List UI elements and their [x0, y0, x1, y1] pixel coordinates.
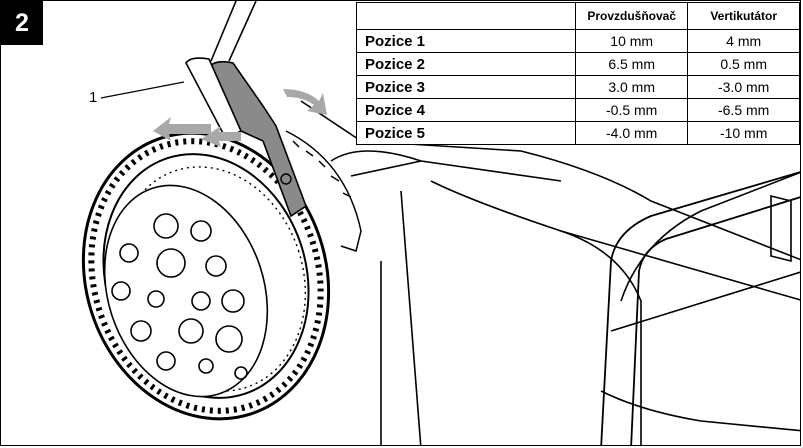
position-cell: Pozice 5 [355, 121, 577, 145]
table-header-scarifier: Vertikutátor [687, 2, 800, 30]
table-row: Pozice 2 6.5 mm 0.5 mm [355, 52, 800, 76]
aerator-value-cell: 6.5 mm [575, 52, 689, 76]
callout-label: 1 [89, 89, 98, 106]
position-cell: Pozice 2 [355, 52, 577, 76]
aerator-value-cell: 10 mm [575, 29, 689, 53]
motion-arrows [153, 89, 327, 147]
wheel-holes [111, 213, 248, 380]
position-cell: Pozice 3 [355, 75, 577, 99]
wheel [81, 131, 331, 421]
aerator-value-cell: 3.0 mm [575, 75, 689, 99]
aerator-value-cell: -4.0 mm [575, 121, 689, 145]
table-header-aerator: Provzdušňovač [575, 2, 689, 30]
cutting-height-table: Provzdušňovač Vertikutátor Pozice 1 10 m… [355, 2, 800, 145]
position-cell: Pozice 1 [355, 29, 577, 53]
table-header-row: Provzdušňovač Vertikutátor [355, 2, 800, 30]
aerator-value-cell: -0.5 mm [575, 98, 689, 122]
table-row: Pozice 3 3.0 mm -3.0 mm [355, 75, 800, 99]
table-row: Pozice 5 -4.0 mm -10 mm [355, 121, 800, 145]
scarifier-value-cell: -3.0 mm [687, 75, 800, 99]
height-scale [285, 130, 362, 252]
position-cell: Pozice 4 [355, 98, 577, 122]
height-lever [185, 57, 307, 218]
scarifier-value-cell: -6.5 mm [687, 98, 800, 122]
callout-leader-line [100, 81, 185, 99]
table-row: Pozice 4 -0.5 mm -6.5 mm [355, 98, 800, 122]
table-header-empty [355, 2, 577, 30]
scarifier-value-cell: 0.5 mm [687, 52, 800, 76]
scarifier-value-cell: 4 mm [687, 29, 800, 53]
figure-number-badge: 2 [1, 1, 43, 45]
table-row: Pozice 1 10 mm 4 mm [355, 29, 800, 53]
scarifier-value-cell: -10 mm [687, 121, 800, 145]
handle-tube [600, 171, 800, 445]
